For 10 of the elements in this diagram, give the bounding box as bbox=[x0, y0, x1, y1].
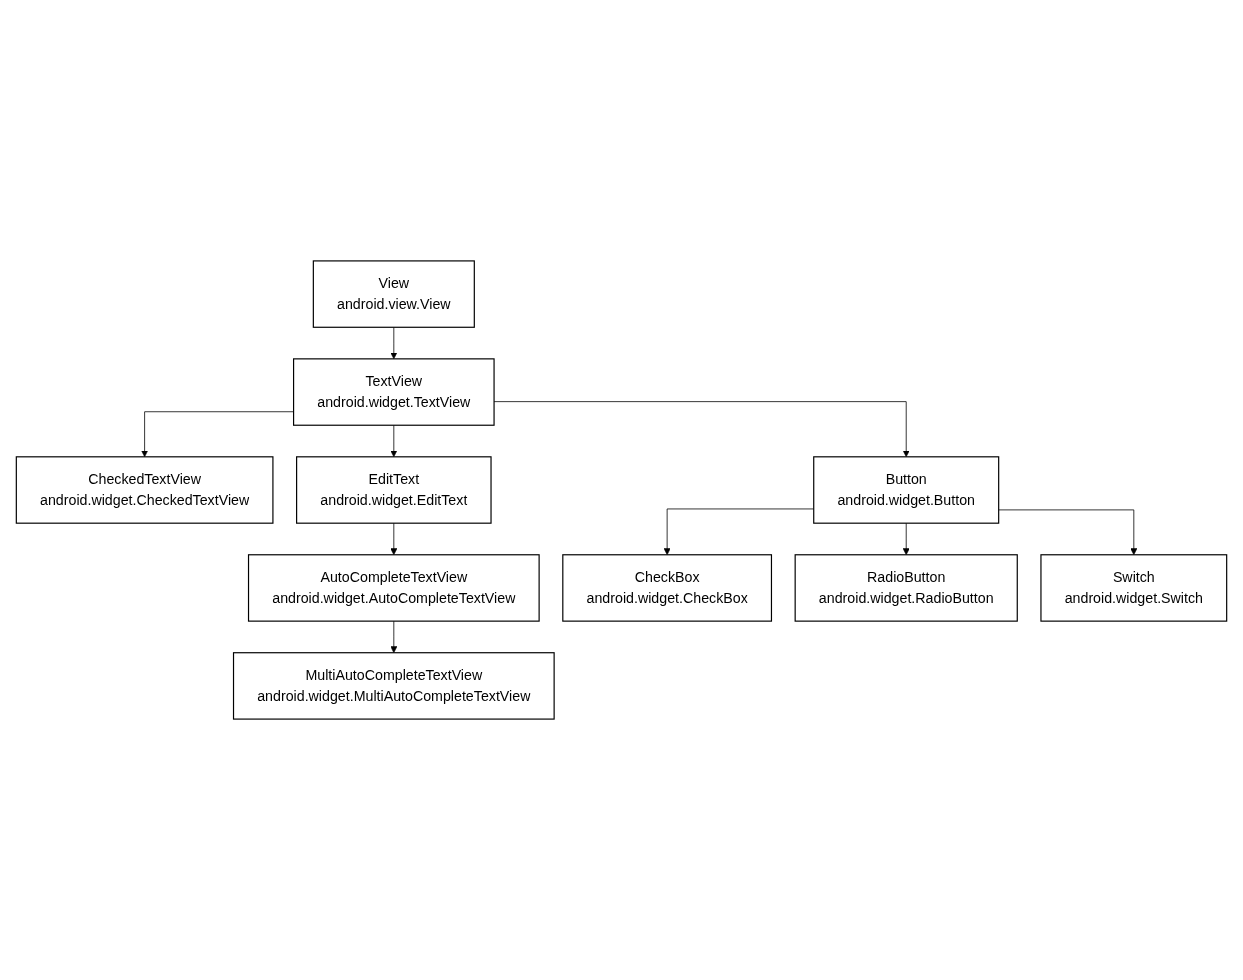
node-box: CheckedTextView android.widget.CheckedTextView bbox=[15, 456, 274, 524]
node-box: Switch android.widget.Switch bbox=[1040, 554, 1228, 622]
node-box: AutoCompleteTextView android.widget.AutoCompleteTextView bbox=[247, 554, 540, 622]
node-box: CheckBox android.widget.CheckBox bbox=[562, 554, 773, 622]
node-box: EditText android.widget.EditText bbox=[296, 456, 492, 524]
node-box: TextView android.widget.TextView bbox=[293, 358, 495, 426]
node-box: Button android.widget.Button bbox=[813, 456, 1000, 524]
node-box: RadioButton android.widget.RadioButton bbox=[794, 554, 1018, 622]
node-box: MultiAutoCompleteTextView android.widget.MultiAutoCompleteTextView bbox=[232, 652, 555, 720]
node-box: View android.view.View bbox=[312, 260, 475, 328]
